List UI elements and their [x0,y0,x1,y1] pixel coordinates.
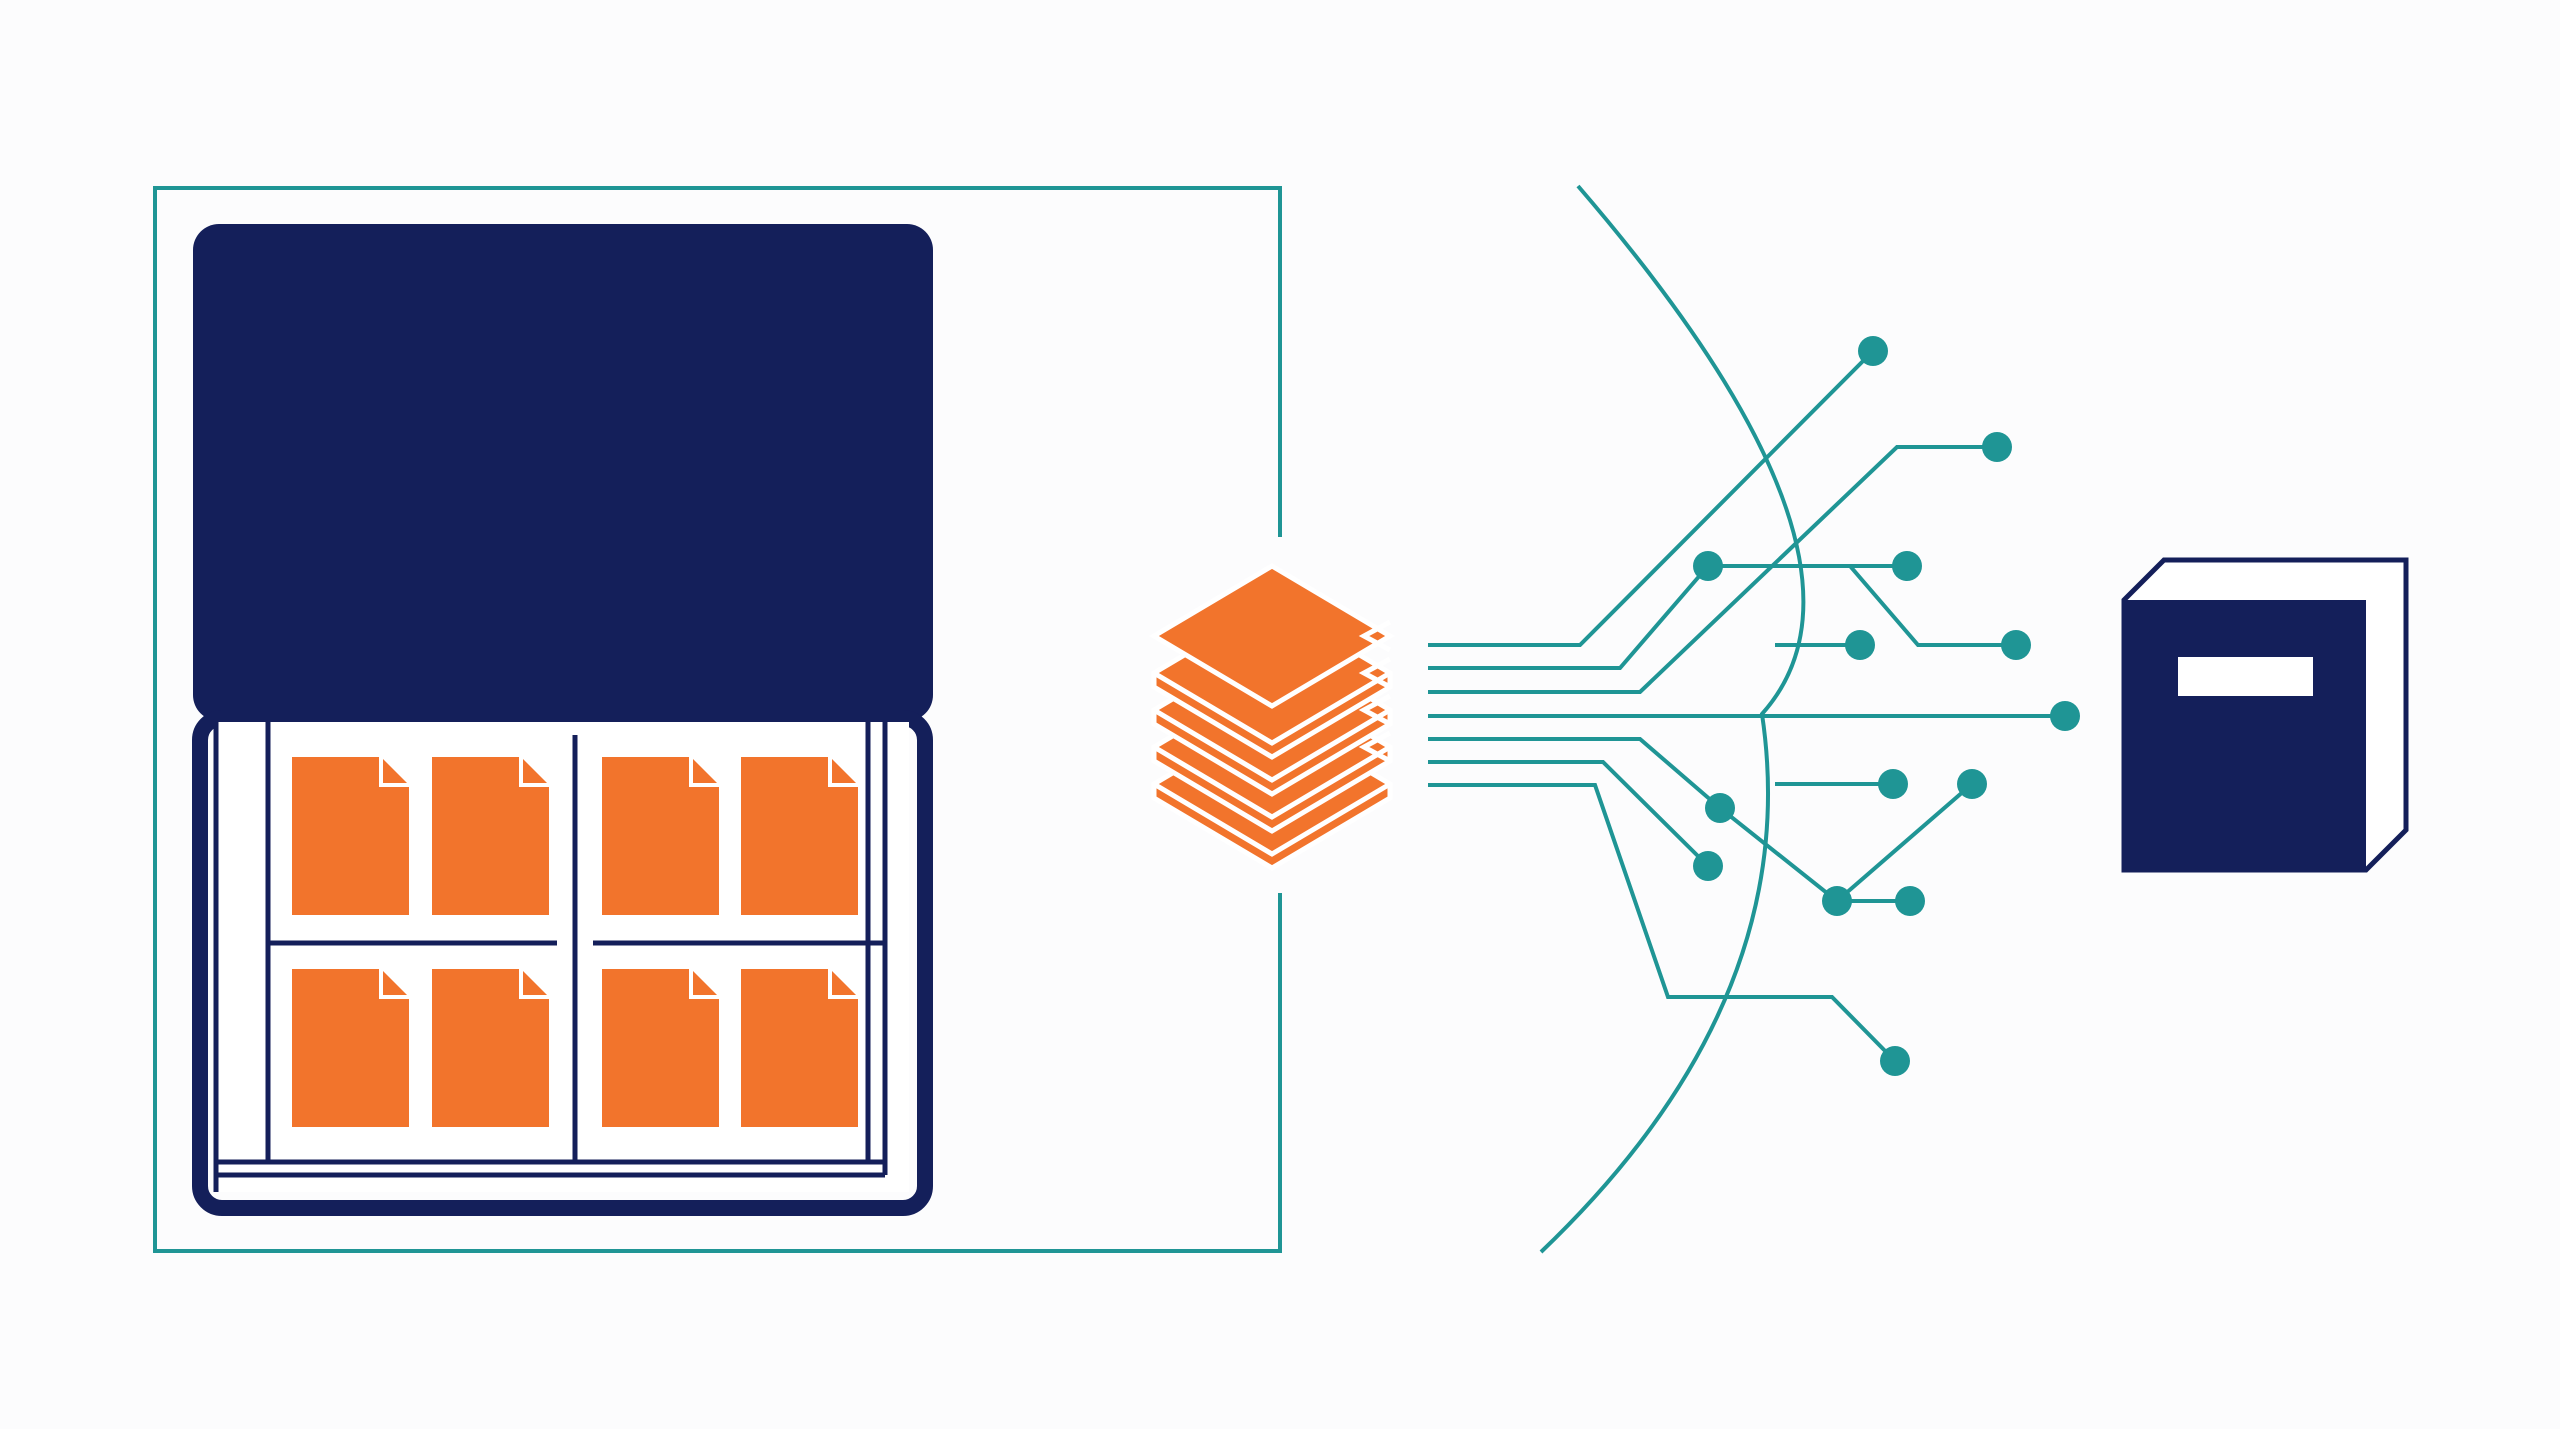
layer-edge-notches [1358,619,1392,764]
network-line [1780,564,2016,647]
archive [192,224,933,1216]
network-node [1693,551,1723,581]
book-icon [2121,557,2409,873]
network-line [1835,782,1974,903]
outer-frame [153,186,1282,1253]
document-icon [741,969,858,1127]
archive-inner-lines [213,720,888,1192]
network-node [1705,793,1735,823]
stacked-layers-icon [1149,563,1395,871]
network-node [1880,1046,1910,1076]
network-line [1428,564,1710,670]
network-line [1428,783,1897,1063]
network-node [1892,551,1922,581]
document-icon [741,757,858,915]
teal-arc [1539,184,1806,1254]
branching-network-icon [1428,336,2080,1076]
archive-lid [193,224,933,721]
document-icon [292,969,409,1127]
network-node [1693,851,1723,881]
network-node [1878,769,1908,799]
document-icon [602,969,719,1127]
book-label [2178,657,2313,696]
outer-frame-upper [153,186,1282,1253]
network-node [1858,336,1888,366]
network-node [2050,701,2080,731]
document-icon [432,757,549,915]
network-node [1895,886,1925,916]
network-node [2001,630,2031,660]
network-node [1822,886,1852,916]
archive-tray [192,710,933,1216]
document-icon [432,969,549,1127]
document-icon [602,757,719,915]
book-front-cover [2124,600,2366,870]
layer-sheet [1149,563,1395,709]
network-line [1428,445,1997,694]
network-node [1845,630,1875,660]
network-line [1428,760,1710,868]
network-node [1982,432,2012,462]
archive-documents [292,757,858,1127]
network-line [1428,349,1875,647]
network-node [1957,769,1987,799]
document-icon [292,757,409,915]
